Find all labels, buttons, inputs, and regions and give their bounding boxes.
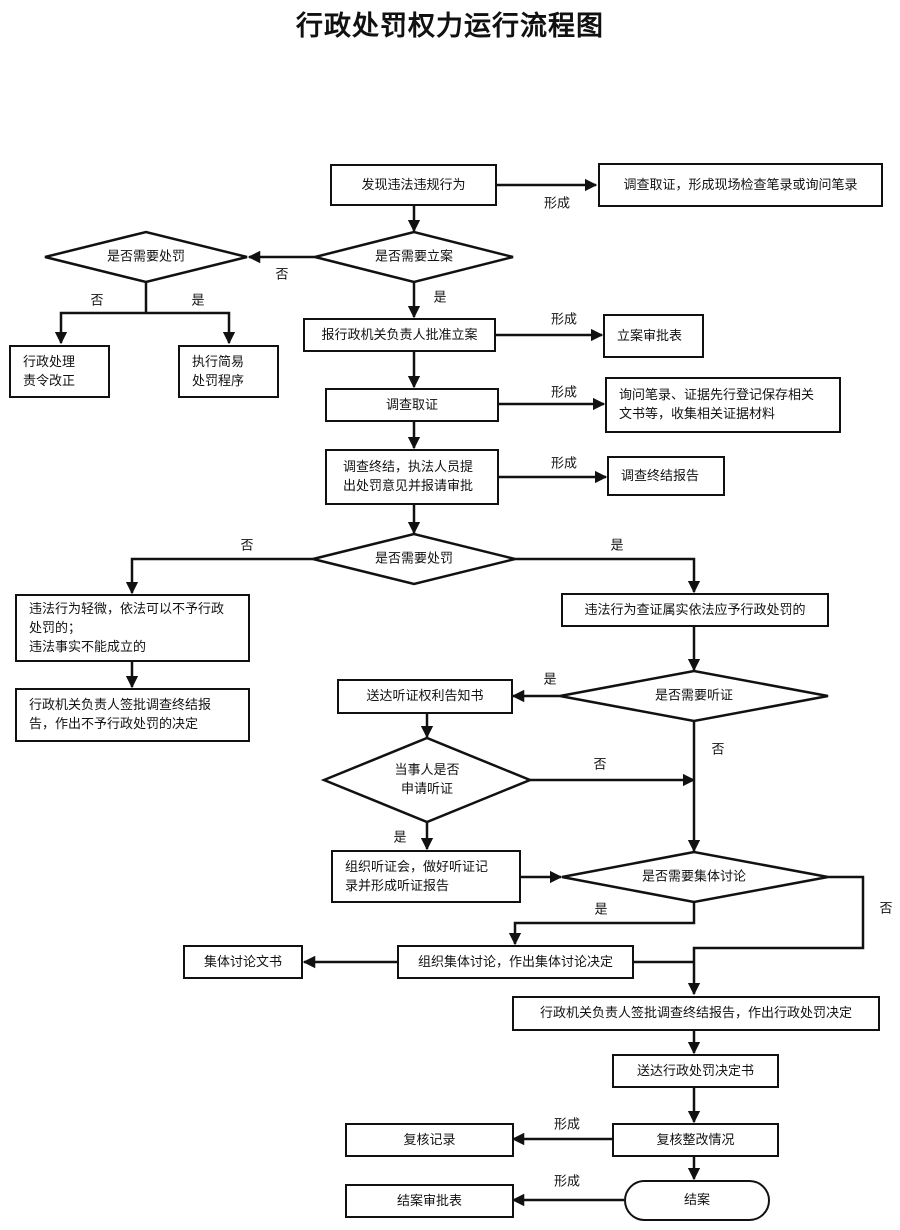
node-text: 送达听证权利告知书 — [366, 689, 484, 704]
edge-label-form: 形成 — [550, 312, 578, 328]
edge-label-yes: 是 — [393, 830, 407, 846]
node-text: 调查取证 — [385, 397, 438, 413]
node-text: 行政机关负责人签批调查终结报 告，作出不予行政处罚的决定 — [29, 698, 212, 732]
edge-label-yes: 是 — [191, 293, 205, 309]
node-text: 结案审批表 — [396, 1193, 462, 1209]
node-verified-violation: 违法行为查证属实依法应予行政处罚的 — [561, 593, 829, 627]
edge-label-no: 否 — [879, 901, 893, 917]
edge-label-no: 否 — [593, 757, 607, 773]
edge-label-no: 否 — [240, 538, 254, 554]
edge-label-form: 形成 — [553, 1117, 581, 1133]
edge-label-form: 形成 — [553, 1174, 581, 1190]
diamond-need-hearing — [559, 669, 829, 723]
node-text: 行政处理 责令改正 — [23, 354, 76, 389]
diamond-need-penalty-1 — [44, 230, 248, 284]
arrow-penalty1-yes — [146, 311, 236, 345]
node-simple-procedure: 执行简易 处罚程序 — [178, 345, 279, 398]
node-close-case: 结案 — [624, 1180, 770, 1221]
node-text: 违法行为轻微，依法可以不予行政 处罚的； 违法事实不能成立的 — [29, 601, 225, 655]
node-text: 送达行政处罚决定书 — [636, 1063, 754, 1079]
edge-label-yes: 是 — [594, 902, 608, 918]
node-conclusion-report: 调查终结报告 — [607, 456, 725, 496]
node-text: 询问笔录、证据先行登记保存相关 文书等，收集相关证据材料 — [619, 388, 815, 422]
node-deliver-decision: 送达行政处罚决定书 — [612, 1054, 779, 1088]
node-text: 调查终结报告 — [621, 468, 700, 484]
edge-label-yes: 是 — [433, 290, 447, 306]
page-title: 行政处罚权力运行流程图 — [296, 11, 604, 42]
node-text: 立案审批表 — [617, 328, 683, 344]
node-text: 组织听证会，做好听证记 录并形成听证报告 — [345, 859, 489, 894]
edge-label-yes: 是 — [610, 538, 624, 554]
node-evidence-docs: 询问笔录、证据先行登记保存相关 文书等，收集相关证据材料 — [605, 377, 841, 433]
node-collective-doc: 集体讨论文书 — [183, 945, 303, 979]
node-text: 报行政机关负责人批准立案 — [321, 327, 478, 343]
node-admin-correct: 行政处理 责令改正 — [9, 345, 110, 398]
node-close-form: 结案审批表 — [345, 1184, 514, 1218]
arrow-penalty1-no — [54, 311, 146, 345]
node-investigate-record: 调查取证，形成现场检查笔录或询问笔录 — [598, 163, 883, 207]
node-collect-evidence: 调查取证 — [325, 388, 499, 422]
node-text: 调查取证，形成现场检查笔录或询问笔录 — [623, 177, 858, 193]
node-text: 复核整改情况 — [656, 1132, 735, 1148]
node-filing-form: 立案审批表 — [603, 314, 704, 358]
edge-label-form: 形成 — [550, 456, 578, 472]
edge-label-no: 否 — [275, 267, 289, 283]
node-text: 发现违法违规行为 — [361, 177, 466, 193]
edge-label-form: 形成 — [543, 196, 571, 212]
node-text: 违法行为查证属实依法应予行政处罚的 — [584, 602, 806, 618]
node-review-rectification: 复核整改情况 — [612, 1123, 779, 1157]
diamond-text-need-penalty-1: 是否需要处罚 — [106, 249, 186, 265]
node-review-record: 复核记录 — [345, 1123, 514, 1157]
node-discover: 发现违法违规行为 — [330, 164, 497, 206]
arrow-penalty2-no — [125, 557, 313, 595]
edge-label-no: 否 — [711, 742, 725, 758]
diamond-text-need-penalty-2: 是否需要处罚 — [374, 551, 454, 567]
diamond-text-need-hearing: 是否需要听证 — [654, 688, 734, 704]
node-text: 集体讨论文书 — [203, 954, 282, 970]
node-text: 行政机关负责人签批调查终结报告，作出行政处罚决定 — [539, 1006, 852, 1021]
arrow-penalty2-yes — [515, 557, 701, 594]
node-collective-discussion: 组织集体讨论，作出集体讨论决定 — [397, 945, 634, 979]
node-text: 结案 — [683, 1193, 710, 1208]
node-penalty-decision: 行政机关负责人签批调查终结报告，作出行政处罚决定 — [512, 996, 880, 1031]
node-minor-violation: 违法行为轻微，依法可以不予行政 处罚的； 违法事实不能成立的 — [15, 594, 250, 662]
diamond-text-need-collective: 是否需要集体讨论 — [641, 869, 747, 885]
node-text: 执行简易 处罚程序 — [192, 354, 245, 389]
node-text: 复核记录 — [403, 1132, 456, 1148]
node-no-penalty-decision: 行政机关负责人签批调查终结报 告，作出不予行政处罚的决定 — [15, 688, 250, 742]
node-hearing-notice: 送达听证权利告知书 — [337, 679, 513, 714]
edge-label-yes: 是 — [543, 672, 557, 688]
diamond-text-party-apply: 当事人是否 申请听证 — [394, 763, 460, 797]
node-organize-hearing: 组织听证会，做好听证记 录并形成听证报告 — [331, 850, 521, 903]
arrow-collective-yes — [508, 902, 696, 946]
node-conclude: 调查终结，执法人员提 出处罚意见并报请审批 — [325, 449, 499, 505]
node-text: 调查终结，执法人员提 出处罚意见并报请审批 — [343, 460, 474, 494]
edge-label-no: 否 — [90, 293, 104, 309]
node-report-approve: 报行政机关负责人批准立案 — [303, 318, 496, 352]
edge-label-form: 形成 — [550, 385, 578, 401]
diamond-text-need-filing: 是否需要立案 — [374, 249, 454, 265]
node-text: 组织集体讨论，作出集体讨论决定 — [417, 954, 613, 970]
diamond-need-filing — [314, 230, 514, 284]
arrow-collective-no — [687, 875, 865, 996]
